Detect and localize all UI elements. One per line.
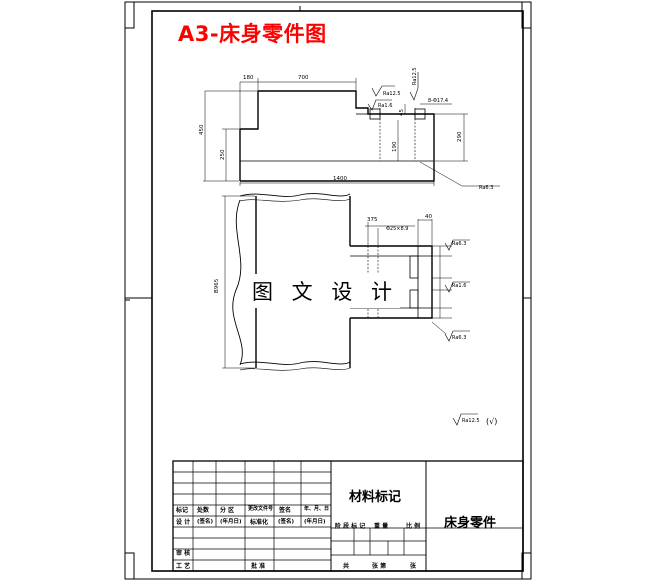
dim-375: 375 bbox=[367, 217, 378, 223]
dim-250: 250 bbox=[220, 149, 226, 160]
tb-review: 审 核 bbox=[176, 550, 191, 557]
roughness-general: Ra12.5 bbox=[462, 418, 480, 424]
dim-40: 40 bbox=[425, 214, 432, 220]
dim-45: 45 bbox=[399, 109, 405, 116]
roughness-ra12-5-a: Ra12.5 bbox=[383, 91, 401, 97]
tb-scale-label: 比 例 bbox=[406, 523, 421, 530]
dim-1400: 1400 bbox=[333, 176, 347, 182]
tb-weight-label: 重 量 bbox=[374, 523, 389, 530]
tb-sheet-num: 张 第 bbox=[372, 563, 387, 570]
tb-r2-c2: (签名) bbox=[197, 519, 214, 525]
tb-r2-c3: (年月日) bbox=[220, 519, 242, 525]
tb-sheet-total: 共 bbox=[343, 563, 350, 570]
roughness-ra6-3-b: Ra6.3 bbox=[452, 241, 466, 247]
dim-180: 180 bbox=[243, 75, 254, 81]
tb-r1-c5: 签名 bbox=[279, 507, 292, 514]
tb-r1-c2: 处数 bbox=[197, 507, 210, 514]
tb-r2-c6: (年月日) bbox=[304, 519, 326, 525]
tb-stage-label: 阶 段 标 记 bbox=[335, 523, 366, 530]
dim-290: 290 bbox=[457, 131, 463, 142]
tb-r2-c4: 标准化 bbox=[250, 519, 269, 526]
roughness-ra6-3-c: Ra6.3 bbox=[452, 335, 466, 341]
tb-process: 工 艺 bbox=[176, 563, 191, 570]
tb-approve: 批 准 bbox=[251, 563, 266, 570]
title-block bbox=[172, 460, 524, 572]
elevation-view bbox=[203, 72, 500, 187]
roughness-ra1-6-a: Ra1.6 bbox=[378, 103, 392, 109]
roughness-ra6-3-a: Ra6.3 bbox=[479, 185, 493, 191]
dim-450: 450 bbox=[199, 124, 205, 135]
tb-r1-c6: 年、月、日 bbox=[304, 506, 330, 512]
dim-b965: B965 bbox=[214, 278, 220, 293]
tb-sheet-unit: 张 bbox=[410, 563, 417, 570]
drawing-title: A3-床身零件图 bbox=[178, 22, 327, 46]
tb-r2-c5: (签名) bbox=[278, 519, 295, 525]
plan-dim-texts: B965 375 40 Φ25×8.9 Ra6.3 Ra1.6 Ra6.3 bbox=[214, 214, 466, 341]
watermark: 图 文 设 计 bbox=[250, 274, 400, 308]
hole-callout: 8-Φ17.4 bbox=[428, 98, 448, 104]
material-label: 材料标记 bbox=[349, 490, 402, 505]
roughness-ra12-5-b: Ra12.5 bbox=[412, 67, 418, 85]
general-roughness: Ra12.5 (√) bbox=[452, 413, 497, 426]
tb-r1-c4: 更改文件号 bbox=[248, 506, 274, 512]
plan-view bbox=[222, 193, 470, 371]
elevation-dim-texts: 180 700 450 250 1400 190 45 290 8-Φ17.4 … bbox=[199, 67, 493, 191]
dim-190: 190 bbox=[392, 141, 398, 152]
part-name: 床身零件 bbox=[444, 516, 497, 531]
roughness-general-suffix: (√) bbox=[486, 417, 497, 426]
dim-700: 700 bbox=[298, 75, 309, 81]
tb-r1-c3: 分 区 bbox=[220, 507, 235, 514]
dim-diameter: Φ25×8.9 bbox=[386, 226, 408, 232]
roughness-ra1-6-b: Ra1.6 bbox=[452, 283, 466, 289]
tb-r1-c1: 标记 bbox=[176, 507, 189, 514]
tb-r2-c1: 设 计 bbox=[176, 519, 191, 526]
